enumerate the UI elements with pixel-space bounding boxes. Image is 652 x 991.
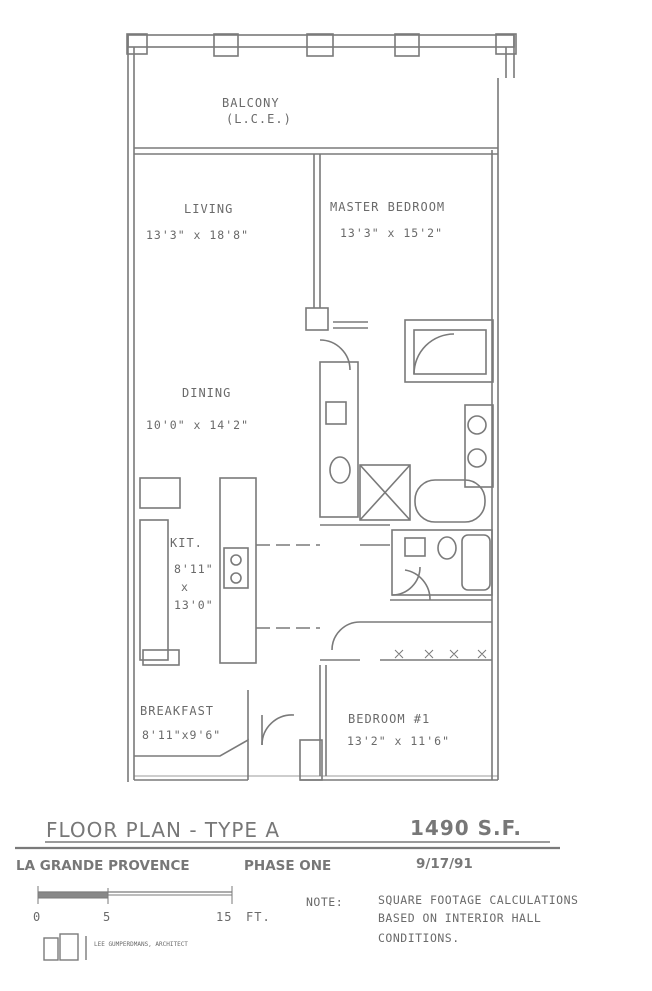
note-line-3: CONDITIONS. [378,931,460,945]
balcony-sub-label: (L.C.E.) [226,112,292,126]
exterior-walls [127,34,515,782]
living-label: LIVING [184,202,234,216]
scale-label-0: 0 [33,910,42,924]
kitchen-dimension-2: 13'0" [174,598,214,612]
living-dimensions: 13'3" x 18'8" [146,228,250,242]
breakfast-dimensions: 8'11"x9'6" [142,728,222,742]
project-phase: PHASE ONE [244,858,332,874]
note-line-2: BASED ON INTERIOR HALL [378,911,542,925]
architect-name: LEE GUMPERDMANS, ARCHITECT [94,941,188,948]
kitchen-dimension-1: 8'11" [174,562,214,576]
kitchen-dimension-x: x [181,580,189,594]
architect-logo [43,933,87,961]
master-bedroom-label: MASTER BEDROOM [330,200,446,214]
balcony-label: BALCONY [222,96,280,110]
dining-dimensions: 10'0" x 14'2" [146,418,250,432]
plan-area: 1490 S.F. [410,816,522,840]
kitchen-label: KIT. [170,536,203,550]
balcony-columns [126,33,517,57]
closet-door-marks [394,649,487,659]
bedroom-1-label: BEDROOM #1 [348,712,431,726]
scale-label-15: 15 [216,910,233,924]
project-name: LA GRANDE PROVENCE [16,858,190,874]
scale-unit: FT. [246,910,271,924]
note-line-1: SQUARE FOOTAGE CALCULATIONS [378,893,579,907]
breakfast-label: BREAKFAST [140,704,215,718]
plan-date: 9/17/91 [416,856,473,872]
plan-title: FLOOR PLAN - TYPE A [46,818,281,842]
scale-label-5: 5 [103,910,112,924]
bedroom-1-dimensions: 13'2" x 11'6" [347,734,451,748]
note-label: NOTE: [306,895,344,909]
master-bedroom-dimensions: 13'3" x 15'2" [340,226,444,240]
dining-label: DINING [182,386,232,400]
